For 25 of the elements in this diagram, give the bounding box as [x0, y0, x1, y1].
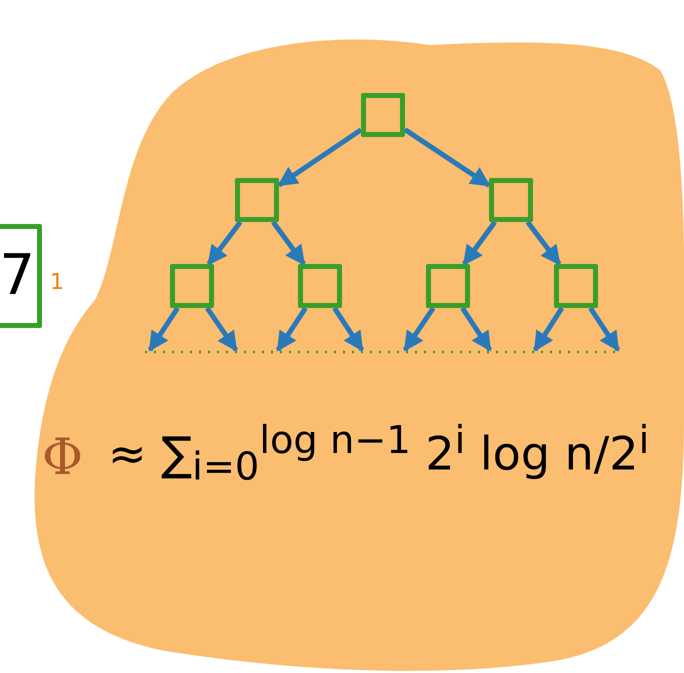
phi-symbol: Φ: [42, 428, 83, 486]
arrow: [588, 306, 620, 352]
arrow: [276, 306, 308, 352]
arrow: [402, 306, 436, 352]
arrow: [205, 306, 238, 352]
arrow: [332, 306, 364, 352]
arrow: [460, 306, 492, 352]
arrow: [206, 220, 242, 266]
number-box: 7: [0, 224, 42, 328]
arrow: [404, 128, 491, 188]
arrow: [277, 128, 362, 188]
tree-node-box: [170, 264, 214, 308]
tree-node-box: [554, 264, 598, 308]
arrow: [271, 220, 306, 266]
arrow: [532, 306, 564, 352]
index-number: 1: [50, 270, 64, 295]
tree-node-box: [489, 178, 533, 222]
tree-node-box: [298, 264, 342, 308]
arrow: [148, 306, 180, 352]
tree-node-box: [426, 264, 470, 308]
formula: ≈ ∑$_{i=0}$$^{log n−1}$ 2$^{i}$ log n/2$^{i}$: [108, 418, 650, 490]
arrow: [462, 220, 497, 266]
arrow: [526, 220, 562, 266]
tree-node-box: [361, 93, 405, 137]
tree-node-box: [235, 178, 279, 222]
